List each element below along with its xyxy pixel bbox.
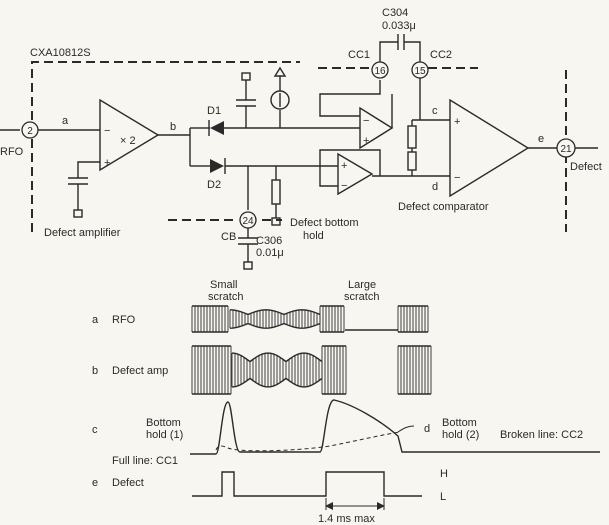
ref-terminal-c306: [243, 261, 253, 270]
resistor-bleeder: [271, 179, 281, 205]
label-full-line: Full line: CC1: [112, 455, 178, 467]
pin-defect-label: Defect: [570, 161, 602, 173]
ref-terminal-bleeder: [271, 217, 281, 226]
row-a-name: RFO: [112, 314, 136, 326]
pin-rfo-label: RFO: [0, 146, 24, 158]
ic-name: CXA10812S: [30, 47, 91, 59]
label-defect-amplifier: Defect amplifier: [44, 227, 121, 239]
node-b: b: [170, 121, 176, 133]
row-a-letter: a: [92, 314, 99, 326]
amp-plus: +: [104, 157, 110, 169]
waveform-rfo: [191, 305, 429, 333]
opamp1-minus: −: [363, 115, 369, 127]
c306-value: 0.01μ: [256, 247, 284, 259]
pin-cc2-label: CC2: [430, 49, 452, 61]
ref-terminal-cap-top: [241, 72, 251, 81]
amp-gain: × 2: [120, 135, 136, 147]
pin-cc2-number: 15: [414, 66, 426, 77]
waveform-defect-amp: [191, 345, 432, 395]
node-e: e: [538, 133, 544, 145]
pin-rfo-number: 2: [27, 126, 33, 137]
label-bottom-hold-2a: Bottom: [442, 417, 477, 429]
label-duration: 1.4 ms max: [318, 513, 375, 525]
defect-comparator: [449, 98, 530, 198]
comp-plus: +: [454, 116, 460, 128]
c306-name: C306: [256, 235, 282, 247]
diode-d1: [210, 121, 224, 135]
label-d2: D2: [207, 179, 221, 191]
pin-cc1-number: 16: [374, 66, 386, 77]
row-b-name: Defect amp: [112, 365, 168, 377]
pin-cb-number: 24: [242, 216, 254, 227]
label-d1: D1: [207, 105, 221, 117]
node-c: c: [432, 105, 438, 117]
label-bottom-hold-2b: hold (2): [442, 429, 479, 441]
label-bottom-hold-1b: hold (1): [146, 429, 183, 441]
opamp-peak-hold: [359, 106, 394, 150]
comp-minus: −: [454, 172, 460, 184]
label-broken-line: Broken line: CC2: [500, 429, 583, 441]
label-small-scratch-1: Small: [210, 279, 238, 291]
label-defect-comparator: Defect comparator: [398, 201, 489, 213]
c304-name: C304: [382, 7, 408, 19]
waveform-defect: [192, 471, 422, 497]
amp-minus: −: [104, 125, 110, 137]
label-bottom-hold-1: Defect bottom: [290, 217, 358, 229]
opamp1-plus: +: [363, 135, 369, 147]
label-small-scratch-2: scratch: [208, 291, 243, 303]
opamp-bottom-hold: [337, 152, 374, 196]
opamp2-minus: −: [341, 180, 347, 192]
node-a: a: [62, 115, 69, 127]
opamp2-plus: +: [341, 160, 347, 172]
label-bottom-hold-1a: Bottom: [146, 417, 181, 429]
level-h: H: [440, 468, 448, 480]
label-large-scratch-2: scratch: [344, 291, 379, 303]
ic-boundary: [31, 61, 567, 232]
label-bottom-hold-2: hold: [303, 230, 324, 242]
row-c-letter: c: [92, 424, 98, 436]
diode-d2: [210, 159, 224, 173]
pin-cc1-label: CC1: [348, 49, 370, 61]
ref-terminal-amp: [73, 209, 83, 218]
vcc-symbol: [273, 66, 287, 77]
resistor-upper: [407, 125, 417, 149]
waveform-bottom-hold: [190, 399, 600, 455]
level-l: L: [440, 491, 446, 503]
row-e-letter: e: [92, 477, 98, 489]
c304-value: 0.033μ: [382, 20, 416, 32]
node-d: d: [432, 181, 438, 193]
label-large-scratch-1: Large: [348, 279, 376, 291]
pin-cb-label: CB: [221, 231, 236, 243]
defect-amplifier: [99, 98, 160, 172]
row-e-name: Defect: [112, 477, 144, 489]
row-b-letter: b: [92, 365, 98, 377]
resistor-lower: [407, 151, 417, 171]
label-d-marker: d: [424, 423, 430, 435]
pin-defect-number: 21: [560, 144, 572, 155]
